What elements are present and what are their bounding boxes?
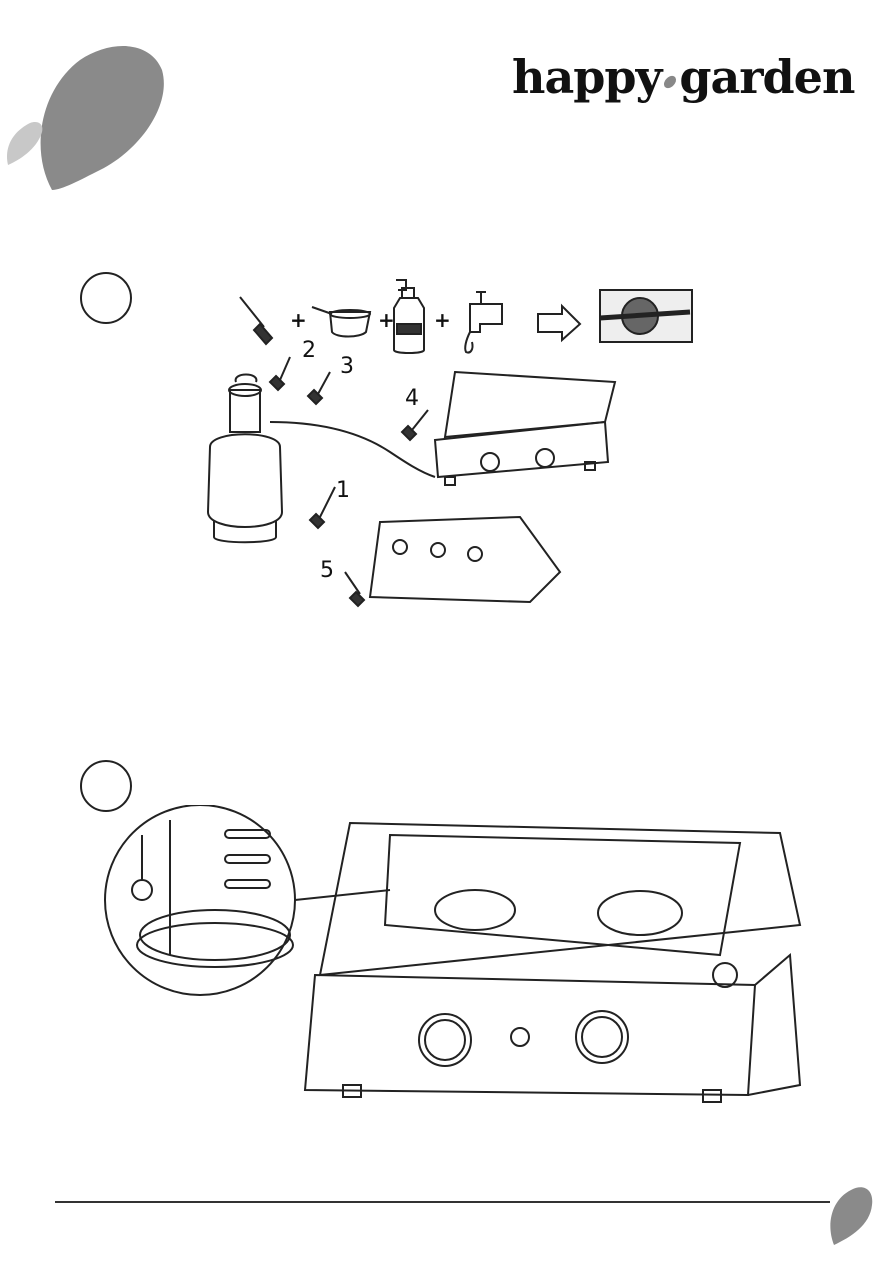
brush-icon: [310, 487, 335, 528]
callout-2: 2: [302, 338, 316, 363]
leak-test-illustration: + + +: [190, 272, 710, 622]
burner-assembly-illustration: [100, 805, 810, 1115]
brush-icon: [308, 372, 330, 404]
brush-icon: [240, 297, 272, 344]
callout-1: 1: [336, 478, 350, 503]
water-tap-icon: [465, 292, 502, 353]
brand-logo: happy garden: [512, 50, 854, 104]
leaf-decoration-icon: [826, 1185, 876, 1250]
callout-4: 4: [405, 386, 419, 411]
brush-icon: [345, 572, 364, 606]
griddle-icon: [435, 372, 615, 485]
bowl-icon: [312, 307, 370, 337]
plus-sign: +: [290, 308, 307, 332]
brand-name-right: garden: [679, 50, 854, 104]
bubble-result-icon: [600, 290, 692, 342]
gas-bottle-icon: [208, 375, 282, 543]
brush-icon: [270, 357, 290, 390]
arrow-right-icon: [538, 306, 580, 340]
plus-sign: +: [378, 308, 395, 332]
footer-divider: [55, 1201, 830, 1203]
step-1-circle: [80, 272, 132, 324]
grill-body-icon: [305, 823, 800, 1102]
plus-sign: +: [434, 308, 451, 332]
logo-leaf-icon: [662, 73, 678, 90]
callout-5: 5: [320, 558, 334, 583]
brush-icon: [402, 410, 428, 440]
burner-view-icon: [370, 517, 560, 602]
soap-bottle-icon: [394, 280, 424, 353]
leaf-decoration-icon: [0, 20, 180, 200]
brand-name-left: happy: [512, 50, 661, 104]
callout-3: 3: [340, 354, 354, 379]
